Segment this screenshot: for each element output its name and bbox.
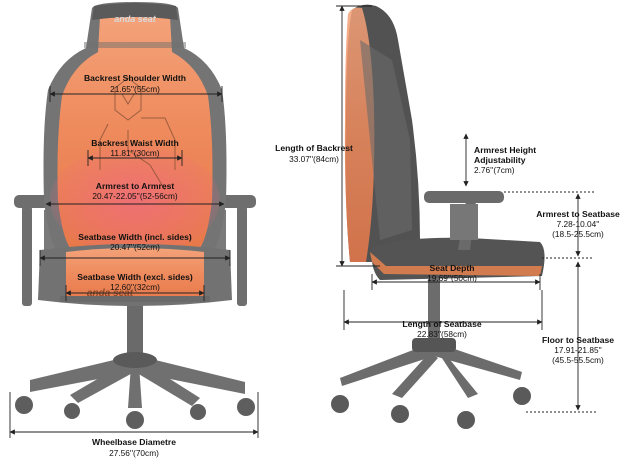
- armrest-height-value: 2.76''(7cm): [474, 165, 515, 175]
- arm-to-seat-value: 7.28-10.04'': [556, 219, 600, 229]
- side-dimension-lines: [336, 5, 596, 413]
- arm-to-seat-value2: (18.5-25.5cm): [552, 229, 604, 239]
- arm-to-seat-title: Armrest to Seatbase: [536, 209, 620, 219]
- armrest-height-title2: Adjustability: [474, 155, 526, 165]
- waist-width-title: Backrest Waist Width: [91, 138, 179, 148]
- side-base: [340, 278, 522, 398]
- seat-width-incl-value: 20.47''(52cm): [110, 242, 160, 252]
- backrest-length-title: Length of Backrest: [275, 143, 353, 153]
- side-chair: [331, 4, 545, 429]
- seat-width-excl-title: Seatbase Width (excl. sides): [77, 272, 193, 282]
- front-dimension-lines: [9, 86, 259, 438]
- seat-depth-value: 19.69''(50cm): [427, 273, 477, 283]
- side-casters: [331, 387, 531, 429]
- seat-width-excl-value: 12.60''(32cm): [110, 282, 160, 292]
- floor-to-seat-value2: (45.5-55.5cm): [552, 355, 604, 365]
- front-casters: [15, 396, 255, 429]
- seat-depth-title: Seat Depth: [429, 263, 475, 273]
- armrest-to-armrest-title: Armrest to Armrest: [95, 181, 175, 191]
- front-logo: anda seat: [114, 14, 157, 24]
- shoulder-width-value: 21.65''(55cm): [110, 84, 160, 94]
- seat-length-title: Length of Seatbase: [402, 319, 482, 329]
- floor-to-seat-value: 17.91-21.85'': [554, 345, 602, 355]
- armrest-to-armrest-value: 20.47-22.05''(52-56cm): [92, 191, 178, 201]
- front-wheelbase: [30, 300, 245, 408]
- armrest-height-title: Armrest Height: [474, 145, 537, 155]
- side-armrest: [424, 191, 504, 250]
- seat-width-incl-title: Seatbase Width (incl. sides): [78, 232, 192, 242]
- seat-length-value: 22.83''(58cm): [417, 329, 467, 339]
- wheelbase-title: Wheelbase Diametre: [91, 437, 177, 447]
- waist-width-value: 11.81''(30cm): [110, 148, 160, 158]
- front-chair: [14, 2, 256, 429]
- backrest-length-value: 33.07''(84cm): [289, 154, 339, 164]
- floor-to-seat-title: Floor to Seatbase: [541, 335, 615, 345]
- wheelbase-value: 27.56''(70cm): [109, 448, 159, 458]
- shoulder-width-title: Backrest Shoulder Width: [83, 73, 187, 83]
